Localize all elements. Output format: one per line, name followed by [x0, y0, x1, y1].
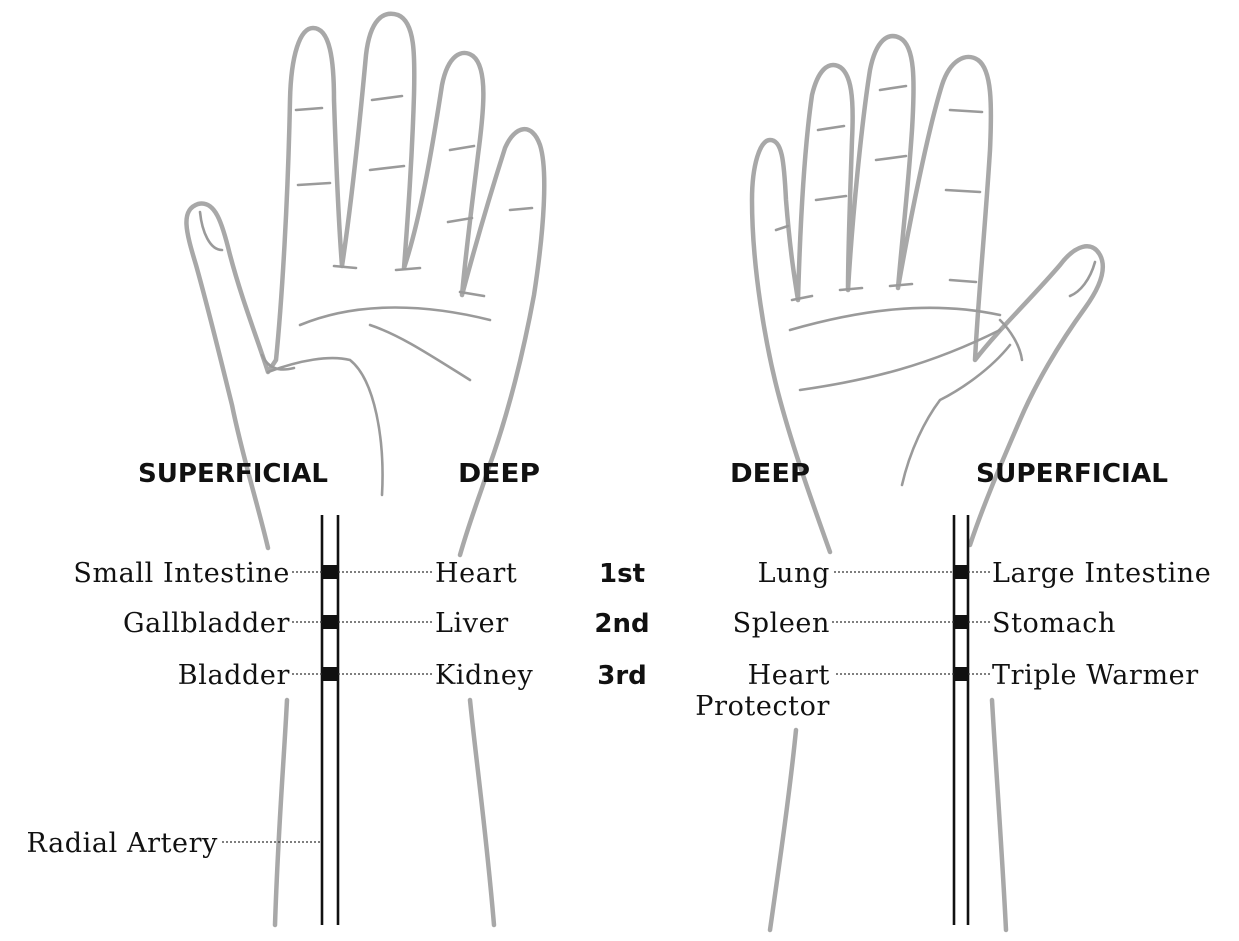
left-crease	[298, 183, 330, 185]
right-superficial-organ-2: Stomach	[992, 608, 1116, 639]
right-crease	[876, 156, 906, 160]
left-superficial-organ-1: Small Intestine	[73, 558, 290, 589]
left-forearm-right	[470, 700, 494, 925]
right-deep-organ-3-continuation: Protector	[695, 691, 830, 722]
left-pulse-position-2	[322, 615, 338, 629]
right-superficial-organ-1: Large Intestine	[992, 558, 1211, 589]
left-pulse-position-3	[322, 667, 338, 681]
right-deep-organ-3: Heart	[748, 660, 830, 691]
left-superficial-organ-3: Bladder	[178, 660, 290, 691]
left-crease	[372, 96, 402, 100]
left-superficial-heading: SUPERFICIAL	[138, 459, 328, 489]
right-superficial-heading: SUPERFICIAL	[976, 459, 1168, 489]
right-crease	[840, 288, 862, 290]
position-label-1: 1st	[599, 559, 645, 589]
left-pulse-position-1	[322, 565, 338, 579]
right-pulse-position-2	[954, 615, 968, 629]
right-crease	[946, 190, 980, 192]
right-crease	[950, 280, 976, 282]
right-superficial-organ-3: Triple Warmer	[992, 660, 1199, 691]
left-deep-organ-3: Kidney	[435, 660, 533, 691]
left-crease	[334, 266, 356, 268]
radial-artery-label: Radial Artery	[27, 828, 219, 859]
right-crease	[890, 284, 912, 286]
left-deep-organ-1: Heart	[435, 558, 517, 589]
left-crease	[396, 268, 420, 270]
right-deep-organ-1: Lung	[758, 558, 830, 589]
left-superficial-organ-2: Gallbladder	[123, 608, 290, 639]
right-crease	[776, 226, 788, 230]
right-pulse-position-3	[954, 667, 968, 681]
right-deep-organ-2: Spleen	[733, 608, 830, 639]
right-crease	[950, 110, 982, 112]
left-deep-heading: DEEP	[458, 459, 540, 489]
right-forearm-left	[770, 730, 796, 930]
right-pulse-position-1	[954, 565, 968, 579]
right-crease	[816, 196, 846, 200]
left-crease	[510, 208, 532, 210]
position-label-2: 2nd	[594, 609, 649, 639]
position-label-3: 3rd	[597, 661, 647, 691]
left-head-line	[370, 325, 470, 380]
left-crease	[450, 146, 474, 150]
left-crease	[296, 108, 322, 110]
right-deep-heading: DEEP	[730, 459, 810, 489]
left-forearm-left	[275, 700, 287, 925]
right-thumbnail	[1070, 262, 1095, 296]
left-heart-line	[300, 308, 490, 326]
right-crease	[880, 86, 906, 90]
left-crease	[370, 166, 404, 170]
left-deep-organ-2: Liver	[435, 608, 509, 639]
right-heart-line	[790, 308, 1000, 330]
right-crease	[792, 296, 812, 300]
right-forearm-right	[992, 700, 1006, 930]
right-crease	[818, 126, 844, 130]
